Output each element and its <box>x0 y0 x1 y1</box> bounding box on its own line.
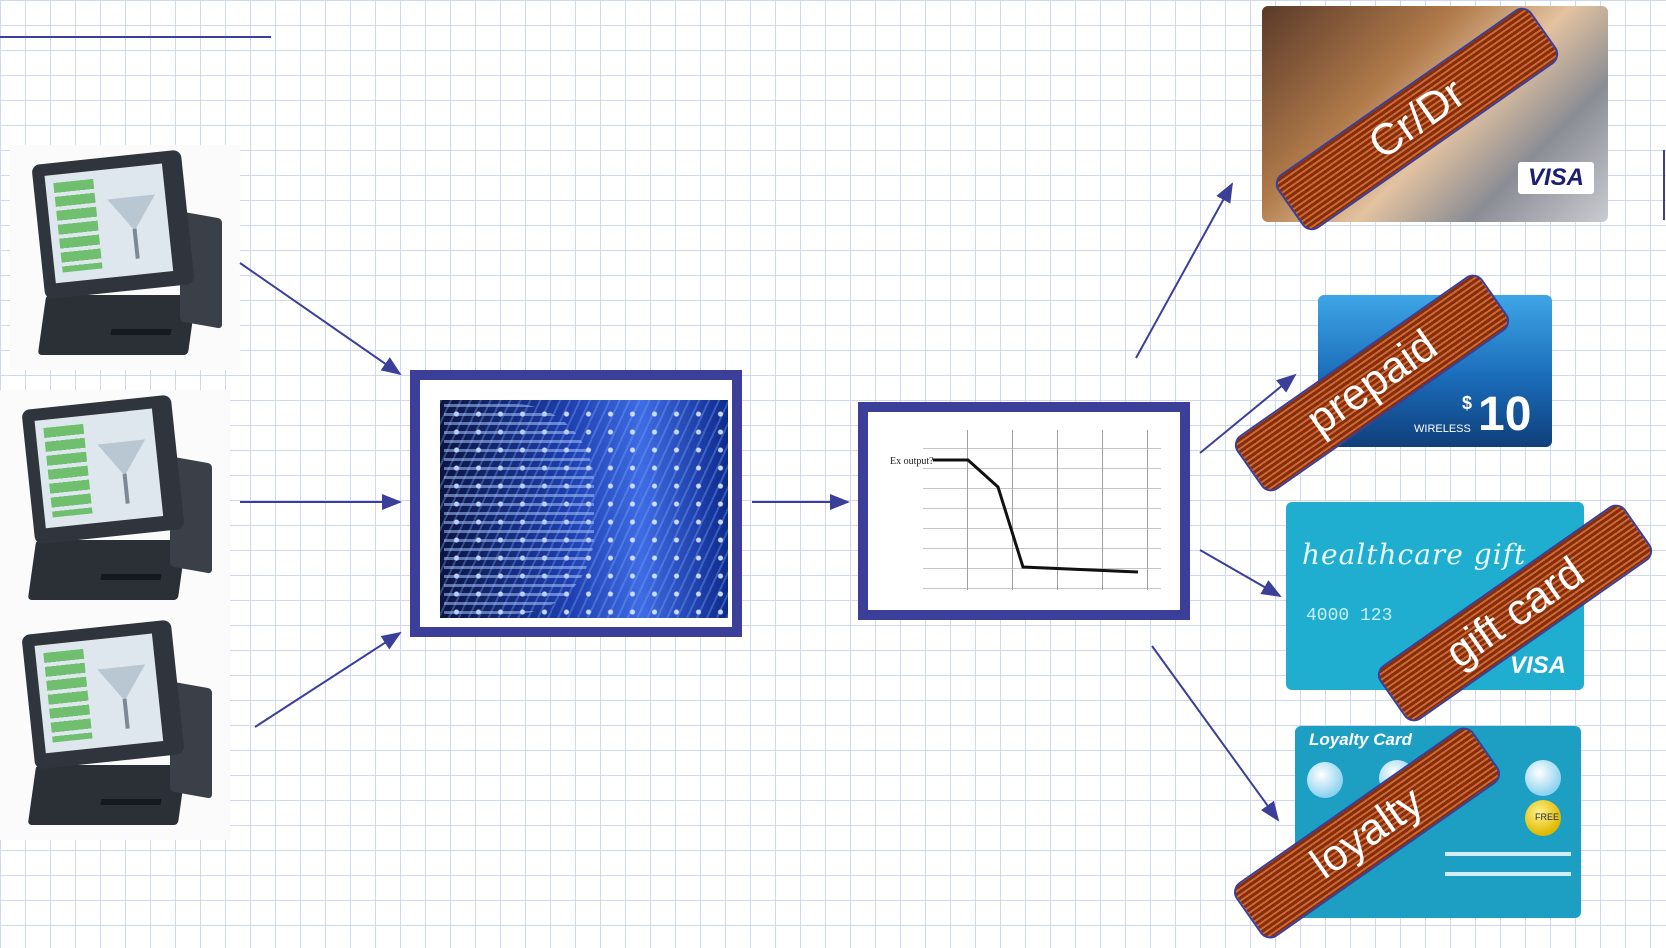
header-rule <box>0 36 271 38</box>
binary-data-image <box>440 400 728 618</box>
arrow-to-prepaid <box>1199 373 1297 454</box>
stamp-circle <box>1525 760 1561 796</box>
edge-rule <box>1663 150 1665 220</box>
network-label: Ex output? <box>890 456 934 467</box>
pos-terminal-2 <box>0 390 230 615</box>
gift-card-title: healthcare gift <box>1302 538 1527 571</box>
arrow-to-gift <box>1199 549 1282 597</box>
gift-card-number: 4000 123 <box>1306 606 1393 626</box>
arrow-to-loyalty <box>1151 645 1280 822</box>
switching-diagram <box>923 430 1161 590</box>
prepaid-footer: WIRELESS <box>1414 423 1471 435</box>
arrow-pos1-to-data <box>239 262 402 376</box>
pos-terminal-1 <box>10 145 240 370</box>
prepaid-amount: 10 <box>1478 388 1532 441</box>
write-line <box>1445 852 1571 856</box>
stamp-circle <box>1307 762 1343 798</box>
visa-logo: VISA <box>1510 652 1567 679</box>
visa-logo: VISA <box>1518 162 1595 194</box>
data-network-box <box>410 370 742 637</box>
switch-network-box: Ex output? <box>858 402 1190 620</box>
free-stamp <box>1525 800 1561 836</box>
arrow-to-credit <box>1135 182 1233 359</box>
pos-terminal-3 <box>0 615 230 840</box>
write-line <box>1445 872 1571 876</box>
binary-digits <box>444 404 594 614</box>
dollar-sign: $ <box>1462 393 1473 413</box>
loyalty-card-title: Loyalty Card <box>1309 730 1412 749</box>
routing-path <box>933 458 1139 574</box>
free-stamp-label: FREE <box>1535 812 1560 822</box>
arrow-pos3-to-data <box>254 631 402 728</box>
